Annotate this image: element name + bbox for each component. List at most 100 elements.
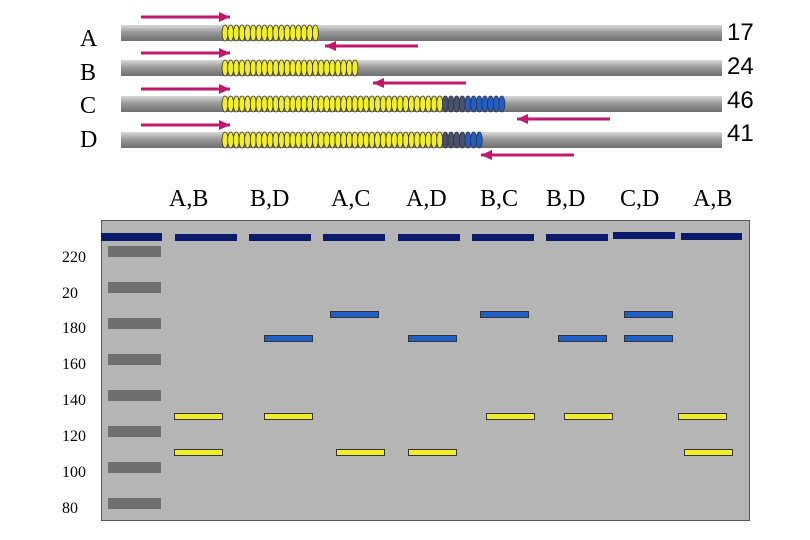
gel-band xyxy=(264,335,313,342)
repeat-unit-yellow xyxy=(266,95,274,113)
reverse-primer-arrow-head xyxy=(517,114,528,124)
repeat-unit-yellow xyxy=(249,95,257,113)
repeat-unit-yellow xyxy=(430,95,438,113)
repeat-unit-yellow xyxy=(283,59,291,77)
repeat-unit-yellow xyxy=(413,95,421,113)
gel-band xyxy=(174,449,223,456)
lane-label-6: B,D xyxy=(546,186,586,212)
repeat-unit-yellow xyxy=(328,131,336,149)
repeat-unit-yellow xyxy=(278,131,285,149)
repeat-unit-yellow xyxy=(227,95,235,113)
repeat-unit-yellow xyxy=(362,131,370,149)
repeat-unit-yellow xyxy=(283,24,291,42)
repeat-unit-dark xyxy=(441,95,449,113)
repeat-unit-yellow xyxy=(261,95,268,113)
repeat-unit-yellow xyxy=(295,59,302,77)
lane-label-2: B,D xyxy=(250,186,290,212)
repeat-unit-yellow xyxy=(289,95,297,113)
repeat-unit-dark xyxy=(447,95,455,113)
repeat-unit-yellow xyxy=(368,95,376,113)
repeat-unit-yellow xyxy=(328,95,336,113)
size-label-180: 180 xyxy=(62,320,86,337)
repeat-unit-yellow xyxy=(413,131,421,149)
repeat-unit-yellow xyxy=(238,131,246,149)
repeat-unit-yellow xyxy=(300,95,308,113)
repeat-unit-yellow xyxy=(311,95,319,113)
repeat-unit-dark xyxy=(453,131,461,149)
repeat-unit-yellow xyxy=(266,131,274,149)
repeat-unit-yellow xyxy=(283,131,291,149)
repeat-unit-blue xyxy=(464,95,472,113)
repeat-unit-yellow xyxy=(295,131,302,149)
ladder-band-140 xyxy=(108,390,161,401)
repeat-unit-yellow xyxy=(385,95,393,113)
gel-band xyxy=(408,449,457,456)
size-label-20: 20 xyxy=(62,285,78,302)
repeat-unit-yellow xyxy=(396,95,404,113)
repeat-unit-yellow xyxy=(295,24,302,42)
repeat-unit-yellow xyxy=(232,24,240,42)
repeat-unit-yellow xyxy=(334,59,342,77)
row-label-b: B xyxy=(80,60,97,86)
gel-band xyxy=(558,335,607,342)
lane-label-7: C,D xyxy=(620,186,660,212)
repeat-unit-yellow xyxy=(362,95,370,113)
repeat-unit-dark xyxy=(458,95,466,113)
repeat-unit-blue xyxy=(498,95,506,113)
strand-schematic xyxy=(121,12,722,160)
repeat-unit-yellow xyxy=(317,95,325,113)
repeat-count-a: 17 xyxy=(727,19,754,46)
repeat-unit-yellow xyxy=(374,131,381,149)
lane-label-3: A,C xyxy=(331,186,371,212)
repeat-unit-yellow xyxy=(283,95,291,113)
repeat-count-d: 41 xyxy=(727,120,754,147)
repeat-unit-yellow xyxy=(379,95,387,113)
repeat-unit-yellow xyxy=(419,131,427,149)
sample-well-7 xyxy=(613,232,675,239)
strand-b xyxy=(121,60,722,76)
repeat-unit-yellow xyxy=(266,59,274,77)
repeat-unit-yellow xyxy=(249,59,257,77)
repeat-unit-yellow xyxy=(334,131,342,149)
repeat-unit-yellow xyxy=(311,59,319,77)
forward-primer-arrow-head xyxy=(219,12,230,22)
repeat-count-c: 46 xyxy=(727,87,754,114)
repeat-unit-yellow xyxy=(261,59,268,77)
repeat-unit-yellow xyxy=(255,95,263,113)
reverse-primer-arrow-head xyxy=(481,150,492,160)
repeat-unit-yellow xyxy=(408,131,415,149)
size-label-160: 160 xyxy=(62,356,86,373)
lane-label-8: A,B xyxy=(693,186,733,212)
repeat-unit-blue xyxy=(475,95,483,113)
row-label-c: C xyxy=(80,93,97,119)
repeat-unit-yellow xyxy=(357,131,365,149)
lane-label-1: A,B xyxy=(169,186,209,212)
repeat-unit-yellow xyxy=(436,131,444,149)
repeat-unit-yellow xyxy=(221,59,229,77)
strand-a xyxy=(121,25,722,41)
forward-primer-arrow-head xyxy=(219,120,230,130)
sample-well-1 xyxy=(175,234,237,241)
repeat-unit-yellow xyxy=(328,59,336,77)
repeat-unit-yellow xyxy=(266,24,274,42)
repeat-unit-yellow xyxy=(227,59,235,77)
repeat-unit-dark xyxy=(441,131,449,149)
repeat-unit-yellow xyxy=(295,95,302,113)
gel-band xyxy=(264,413,313,420)
repeat-unit-yellow xyxy=(289,24,297,42)
repeat-unit-yellow xyxy=(402,131,410,149)
sample-well-4 xyxy=(398,234,460,241)
reverse-primer-arrow-head xyxy=(325,41,336,51)
gel xyxy=(101,220,750,521)
repeat-unit-yellow xyxy=(374,95,381,113)
repeat-unit-yellow xyxy=(334,95,342,113)
repeat-unit-yellow xyxy=(396,131,404,149)
gel-band xyxy=(678,413,727,420)
gel-band xyxy=(330,311,379,318)
repeat-unit-yellow xyxy=(311,131,319,149)
gel-band xyxy=(480,311,529,318)
repeat-unit-blue xyxy=(475,131,483,149)
ladder-band-100 xyxy=(108,462,161,473)
repeat-unit-yellow xyxy=(232,95,240,113)
repeat-unit-blue xyxy=(492,95,500,113)
